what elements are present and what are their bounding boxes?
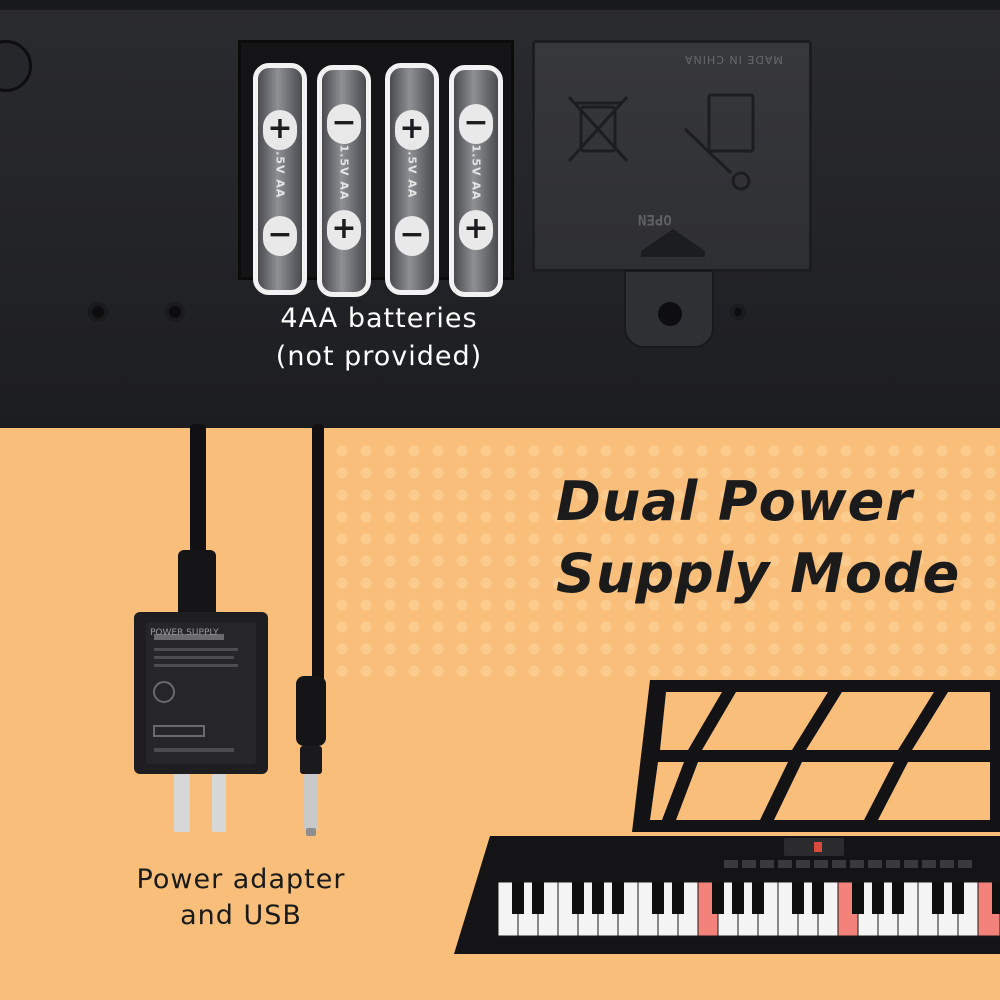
headline-line: Supply Mode [556,542,961,605]
screw-hole [88,302,108,322]
keyboard-underside: + 1.5V AA − − 1.5V AA + + 1.5V AA − − 1.… [0,0,1000,428]
keyboard-icon [454,680,1000,954]
polarity-mark: + [263,110,297,150]
headline-line: Dual Power [556,470,913,533]
headline: Dual Power Supply Mode [556,466,986,610]
panel-edge [0,0,1000,10]
battery-compartment: + 1.5V AA − − 1.5V AA + + 1.5V AA − − 1.… [238,40,514,297]
cover-latch [624,270,714,348]
polarity-mark: − [327,104,361,144]
battery-label: 1.5V AA [273,142,287,199]
screw-hole [165,302,185,322]
battery-icon: − 1.5V AA + [317,65,371,297]
adapter-caption-line: and USB [180,900,302,931]
adapter-label: POWER SUPPLY [150,628,219,638]
screw-hole [730,304,746,320]
latch-hole [658,302,682,326]
battery-icon: + 1.5V AA − [385,63,439,295]
polarity-mark: + [395,110,429,150]
adapter-caption-line: Power adapter [136,864,346,895]
battery-icon: + 1.5V AA − [253,63,307,295]
polarity-mark: − [459,104,493,144]
polarity-mark: − [395,216,429,256]
adapter-caption: Power adapter and USB [114,862,368,934]
equalizer-dots-pattern [330,440,1000,680]
music-stand-icon [632,680,1000,832]
battery-caption-line: (not provided) [275,341,483,372]
polarity-mark: + [327,210,361,250]
battery-label: 1.5V AA [337,144,351,201]
battery-label: 1.5V AA [469,144,483,201]
power-adapter-icon [134,550,326,836]
battery-cover: MADE IN CHINA OPEN [532,40,812,272]
open-arrow-icon [641,229,705,257]
screwdriver-icon [683,93,755,191]
polarity-mark: − [263,216,297,256]
polarity-mark: + [459,210,493,250]
round-port [0,40,32,92]
open-label: OPEN [638,211,672,227]
dc-cable [312,424,324,688]
battery-caption-line: 4AA batteries [280,303,478,334]
recycle-bin-crossed-icon [567,95,629,163]
battery-label: 1.5V AA [405,142,419,199]
battery-icon: − 1.5V AA + [449,65,503,297]
battery-caption: 4AA batteries (not provided) [214,300,544,376]
usb-cable [190,424,206,564]
